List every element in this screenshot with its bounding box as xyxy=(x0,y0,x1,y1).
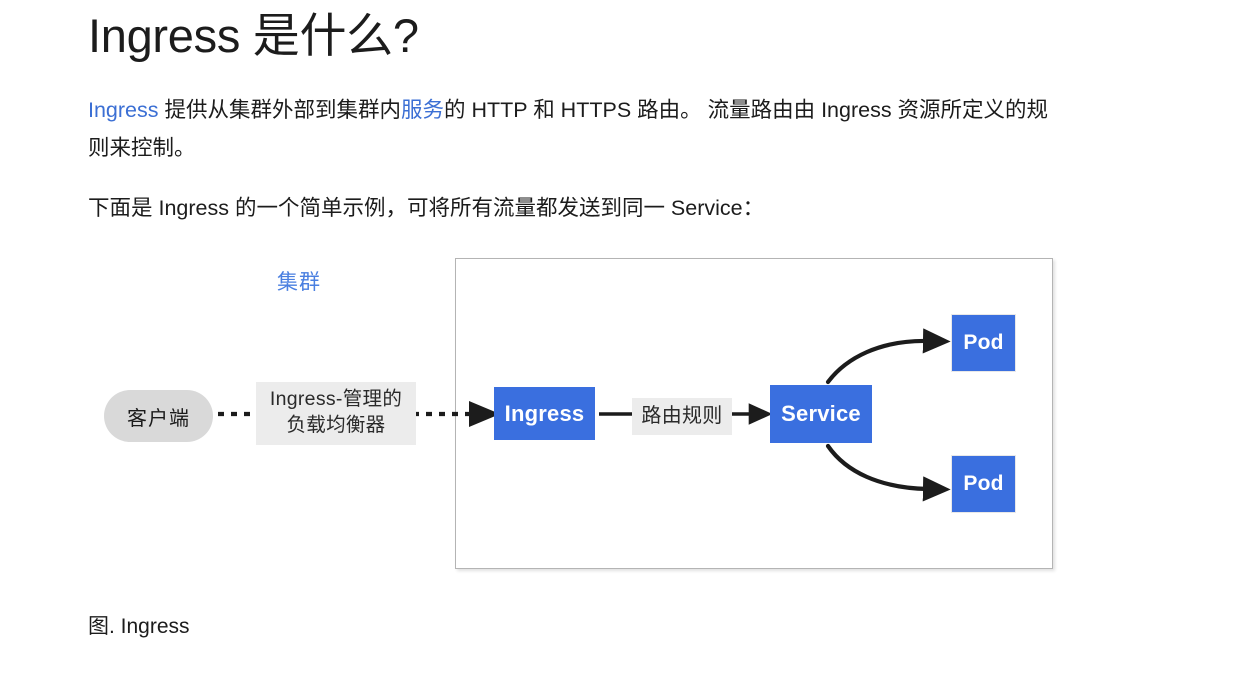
example-paragraph: 下面是 Ingress 的一个简单示例，可将所有流量都发送到同一 Service… xyxy=(88,196,765,221)
service-link[interactable]: 服务 xyxy=(401,98,445,123)
ingress-node-label: Ingress xyxy=(504,400,585,426)
pod-node-top: Pod xyxy=(951,314,1016,372)
pod-node-bottom: Pod xyxy=(951,455,1016,513)
cluster-label: 集群 xyxy=(277,271,321,294)
article-body: Ingress 是什么? Ingress 提供从集群外部到集群内服务的 HTTP… xyxy=(88,0,1088,227)
page-title: Ingress 是什么? xyxy=(88,9,419,62)
intro-paragraph: Ingress 提供从集群外部到集群内服务的 HTTP 和 HTTPS 路由。 … xyxy=(88,91,1060,167)
client-node-label: 客户端 xyxy=(127,407,190,430)
intro-text-part-2: 的 HTTP 和 HTTPS 路由。 流量路由由 Ingress 资源所定义的规… xyxy=(88,98,1049,161)
ingress-diagram: 集群 客户端 Ingress-管理的 xyxy=(0,240,1252,590)
intro-text-part-1: 提供从集群外部到集群内 xyxy=(158,98,401,123)
service-node: Service xyxy=(770,385,872,443)
routing-rules-label: 路由规则 xyxy=(632,398,732,436)
pod-node-bottom-label: Pod xyxy=(963,472,1004,495)
load-balancer-label-line2: 负载均衡器 xyxy=(286,413,386,436)
client-node: 客户端 xyxy=(104,390,213,442)
pod-node-top-label: Pod xyxy=(963,331,1004,354)
figure-caption: 图. Ingress xyxy=(88,615,190,638)
ingress-node: Ingress xyxy=(494,387,595,440)
service-node-label: Service xyxy=(781,401,861,426)
load-balancer-label: Ingress-管理的 负载均衡器 xyxy=(256,382,416,446)
load-balancer-label-line1: Ingress-管理的 xyxy=(269,388,403,410)
ingress-link[interactable]: Ingress xyxy=(88,98,159,123)
